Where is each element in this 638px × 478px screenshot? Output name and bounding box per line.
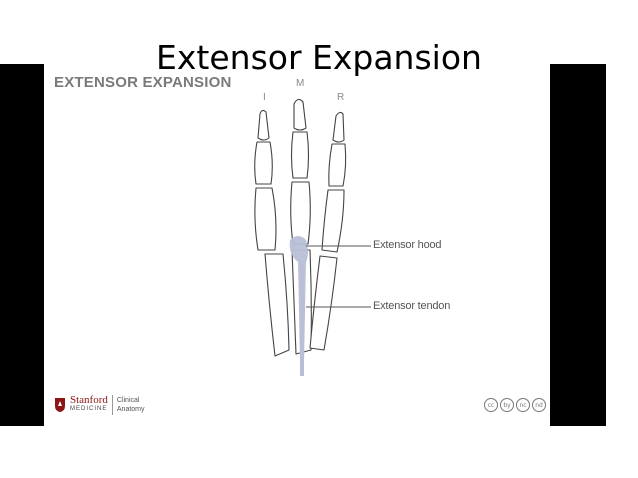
hand-bones-illustration: [254, 98, 371, 376]
video-heading: EXTENSOR EXPANSION: [54, 74, 232, 91]
index-distal-phalanx: [257, 109, 270, 141]
logo-stanford-text: Stanford: [70, 394, 108, 406]
finger-label-middle: M: [296, 78, 305, 89]
slide-title: Extensor Expansion: [156, 38, 482, 77]
by-icon: by: [500, 398, 514, 412]
index-metacarpal: [264, 253, 290, 357]
letterbox-left: [0, 64, 44, 426]
extensor-tendon-shape: [300, 264, 304, 376]
ring-metacarpal: [309, 255, 338, 351]
finger-label-ring: R: [337, 92, 345, 103]
nd-icon: nd: [532, 398, 546, 412]
middle-middle-phalanx: [290, 131, 310, 179]
license-badges: cc by nc nd: [484, 398, 546, 412]
middle-distal-phalanx: [293, 98, 307, 131]
extensor-tendon-label: Extensor tendon: [373, 300, 451, 312]
nc-icon: nc: [516, 398, 530, 412]
logo-dept-line2: Anatomy: [116, 406, 145, 413]
logo-divider: [111, 395, 113, 415]
stanford-logo: Stanford MEDICINE Clinical Anatomy: [54, 392, 145, 418]
finger-label-index: I: [263, 92, 266, 103]
extensor-hood-label: Extensor hood: [373, 239, 442, 251]
middle-proximal-phalanx: [290, 181, 311, 245]
index-proximal-phalanx: [254, 187, 277, 251]
ring-middle-phalanx: [328, 143, 347, 187]
index-middle-phalanx: [254, 141, 273, 185]
letterbox-right: [550, 64, 606, 426]
ring-distal-phalanx: [332, 111, 345, 143]
logo-medicine-text: MEDICINE: [70, 406, 108, 412]
cc-icon: cc: [484, 398, 498, 412]
logo-dept-line1: Clinical: [116, 397, 140, 404]
stanford-shield-icon: [55, 398, 65, 412]
video-frame[interactable]: EXTENSOR EXPANSION I M R Extensor hood: [44, 64, 550, 426]
ring-proximal-phalanx: [321, 189, 345, 253]
